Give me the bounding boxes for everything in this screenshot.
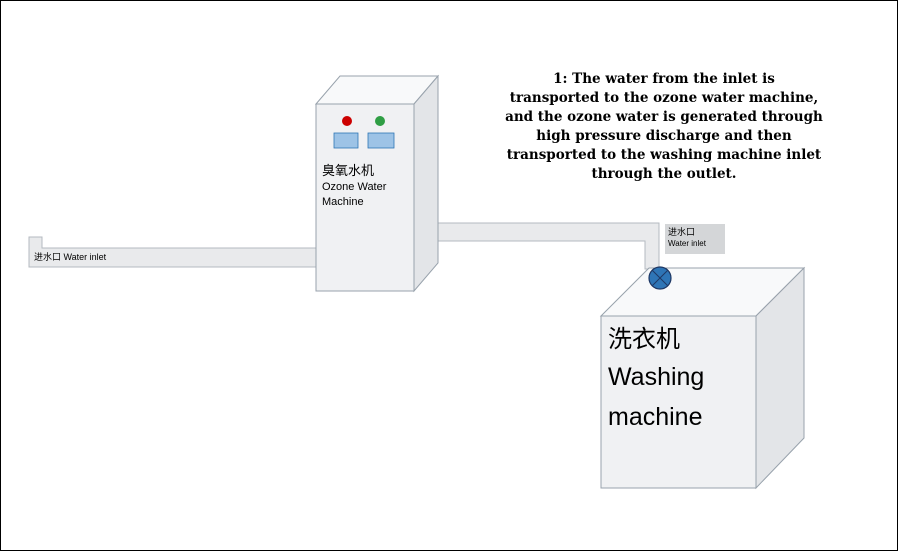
annotation-line: and the ozone water is generated through: [505, 109, 823, 125]
washing-machine-label: 洗衣机 Washing machine: [608, 321, 758, 437]
washing-machine-label-zh: 洗衣机: [608, 325, 680, 353]
ozone-machine-label-en1: Ozone Water: [322, 181, 387, 193]
water-pipe-right: [437, 222, 660, 270]
green-indicator-light: [375, 116, 385, 126]
annotation-line: transported to the ozone water machine,: [509, 90, 819, 106]
annotation-line: 1: The water from the inlet is: [553, 71, 775, 87]
washing-machine-label-en1: Washing: [608, 363, 705, 391]
water-inlet-right-label-zh: 进水口: [668, 227, 696, 237]
water-inlet-right-label: 进水口 Water inlet: [665, 224, 725, 254]
ozone-machine-right-face: [413, 74, 439, 293]
ozone-machine-label-en2: Machine: [322, 196, 364, 208]
washing-machine-front-face: [600, 315, 757, 489]
annotation-line: through the outlet.: [591, 166, 737, 182]
water-inlet-left-label: 进水口 Water inlet: [34, 252, 107, 262]
control-panel-button-right: [367, 132, 395, 149]
annotation-line: transported to the washing machine inlet: [506, 147, 822, 163]
ozone-machine-label: 臭氧水机 Ozone Water Machine: [322, 162, 414, 210]
red-indicator-light: [342, 116, 352, 126]
inlet-valve-icon: [648, 266, 672, 290]
water-inlet-right-label-en: Water inlet: [668, 239, 706, 248]
washing-machine-label-en2: machine: [608, 403, 703, 431]
annotation-line: high pressure discharge and then: [536, 128, 792, 144]
annotation-text: 1: The water from the inlet is transport…: [478, 70, 850, 184]
ozone-machine-front-face: [315, 103, 415, 292]
control-panel-button-left: [333, 132, 359, 149]
ozone-machine-label-zh: 臭氧水机: [322, 163, 375, 178]
